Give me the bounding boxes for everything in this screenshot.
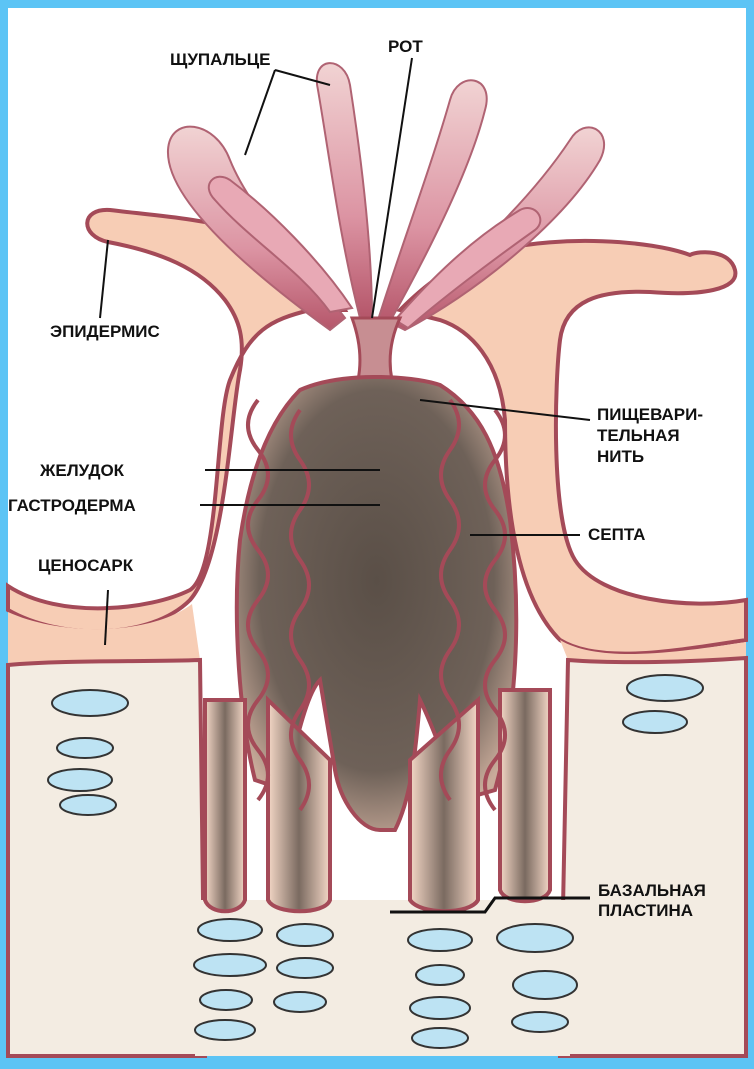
label-basal-plate-1: БАЗАЛЬНАЯ xyxy=(598,881,706,900)
label-basal-plate-2: ПЛАСТИНА xyxy=(598,901,693,920)
label-septum: СЕПТА xyxy=(588,525,645,544)
skeleton-base xyxy=(8,660,205,1056)
label-mouth: РОТ xyxy=(388,37,423,56)
label-digestive-filament-3: НИТЬ xyxy=(597,447,644,466)
label-tentacle: ЩУПАЛЬЦЕ xyxy=(170,50,271,69)
label-epidermis: ЭПИДЕРМИС xyxy=(50,322,160,341)
label-digestive-filament-2: ТЕЛЬНАЯ xyxy=(597,426,680,445)
label-digestive-filament-1: ПИЩЕВАРИ- xyxy=(597,405,703,424)
label-stomach: ЖЕЛУДОК xyxy=(39,461,125,480)
label-coenosarc: ЦЕНОСАРК xyxy=(38,556,134,575)
label-gastrodermis: ГАСТРОДЕРМА xyxy=(8,496,136,515)
